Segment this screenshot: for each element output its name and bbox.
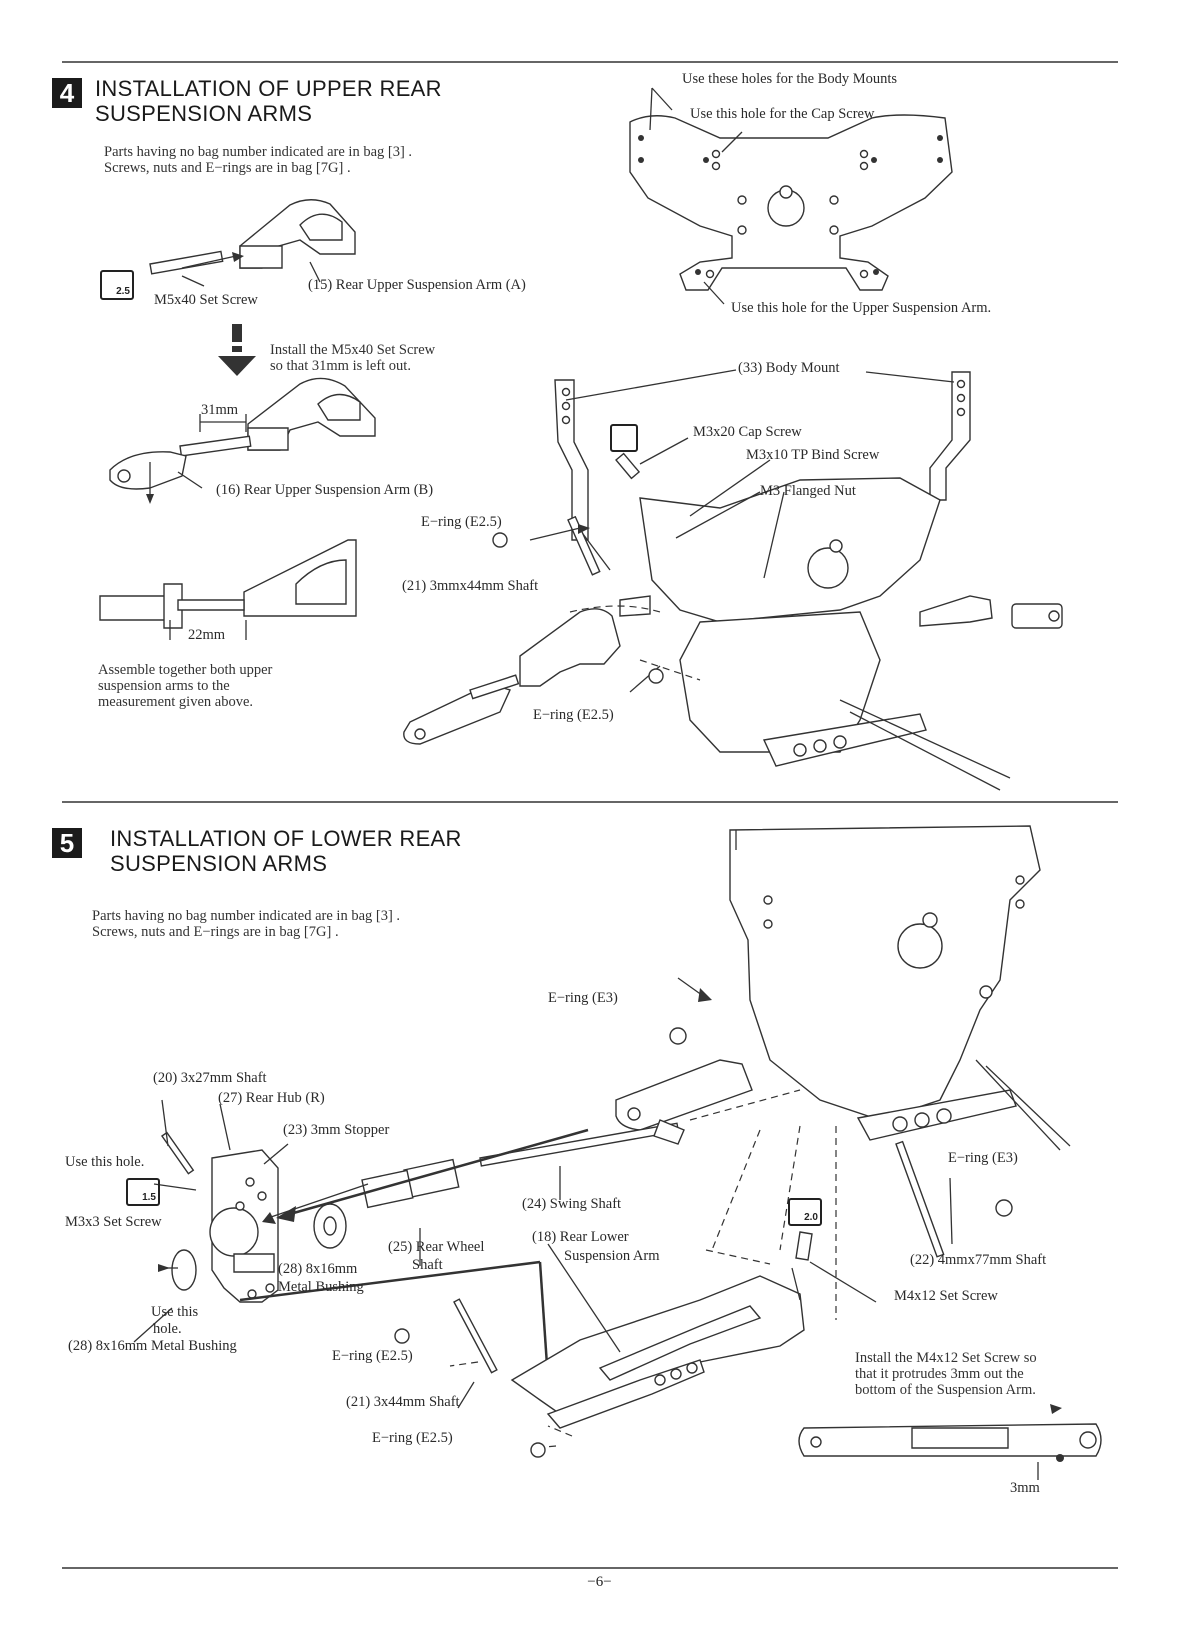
rear-lower-arm-line1: (18) Rear Lower xyxy=(532,1229,629,1245)
rear-hub-drawing xyxy=(158,1130,588,1390)
callout-ering-e25-top: E−ring (E2.5) xyxy=(421,514,502,530)
install-m4x12-line1: Install the M4x12 Set Screw so xyxy=(855,1350,1037,1366)
install-note-line1: Install the M5x40 Set Screw xyxy=(270,342,436,358)
upper-arm-b-drawing xyxy=(110,378,375,504)
hex-wrench-badge-3: 1.5 xyxy=(126,1178,160,1206)
rear-wheel-shaft-line1: (25) Rear Wheel xyxy=(388,1239,485,1255)
rear-wheel-shaft-line2: Shaft xyxy=(412,1257,443,1273)
lower-arm-drawing xyxy=(454,1268,804,1428)
callout-rear-upper-arm-a: (15) Rear Upper Suspension Arm (A) xyxy=(308,277,526,293)
callout-cap-screw-hole: Use this hole for the Cap Screw xyxy=(690,106,875,122)
callout-3x27-shaft: (20) 3x27mm Shaft xyxy=(153,1070,267,1086)
callout-ering-e3-right: E−ring (E3) xyxy=(948,1150,1018,1166)
install-m4x12-line3: bottom of the Suspension Arm. xyxy=(855,1382,1036,1398)
callout-3x44-shaft-lower: (21) 3x44mm Shaft xyxy=(346,1394,460,1410)
callout-8x16-bushing-a: (28) 8x16mm Metal Bushing xyxy=(278,1260,364,1296)
callout-ering-e3-top: E−ring (E3) xyxy=(548,990,618,1006)
callout-m3x10-tp-bind-screw: M3x10 TP Bind Screw xyxy=(746,447,880,463)
callout-rear-lower-arm: (18) Rear Lower Suspension Arm xyxy=(532,1228,659,1266)
callout-3mm-stopper: (23) 3mm Stopper xyxy=(283,1122,390,1138)
callout-use-this-hole-1: Use this hole. xyxy=(65,1154,145,1170)
assemble-note: Assemble together both upper suspension … xyxy=(98,662,272,710)
assemble-note-line1: Assemble together both upper xyxy=(98,662,273,678)
install-m4x12-line2: that it protrudes 3mm out the xyxy=(855,1366,1024,1382)
step-5-badge: 5 xyxy=(52,828,82,858)
callout-rear-upper-arm-b: (16) Rear Upper Suspension Arm (B) xyxy=(216,482,434,498)
dimension-22mm: 22mm xyxy=(188,627,226,643)
page-number: −6− xyxy=(587,1574,612,1590)
callout-upper-arm-hole: Use this hole for the Upper Suspension A… xyxy=(731,300,992,316)
dimension-31mm: 31mm xyxy=(201,402,239,418)
use-hole-2-line2: hole. xyxy=(153,1321,182,1337)
section-4-title-line2: SUSPENSION ARMS xyxy=(95,101,313,126)
callout-ering-e25-bottom: E−ring (E2.5) xyxy=(533,707,614,723)
install-m4x12-note: Install the M4x12 Set Screw so that it p… xyxy=(855,1350,1037,1398)
callout-body-mount: (33) Body Mount xyxy=(738,360,840,376)
section-5-note-line1: Parts having no bag number indicated are… xyxy=(92,908,401,924)
hex-wrench-badge-1: 2.5 xyxy=(100,270,134,300)
callout-3x44-shaft: (21) 3mmx44mm Shaft xyxy=(402,578,539,594)
section-5-title: INSTALLATION OF LOWER REAR SUSPENSION AR… xyxy=(110,826,462,876)
callout-ering-e25-a: E−ring (E2.5) xyxy=(332,1348,413,1364)
section-4-note-line2: Screws, nuts and E−rings are in bag [7G]… xyxy=(104,160,351,176)
shock-plate-drawing xyxy=(630,88,952,304)
callout-body-mount-holes: Use these holes for the Body Mounts xyxy=(682,71,898,87)
callout-rear-hub: (27) Rear Hub (R) xyxy=(218,1090,325,1106)
section-5-note: Parts having no bag number indicated are… xyxy=(92,908,400,940)
use-hole-2-line1: Use this xyxy=(151,1304,199,1320)
callout-m5x40-set-screw: M5x40 Set Screw xyxy=(154,292,258,308)
section-4-note-line1: Parts having no bag number indicated are… xyxy=(104,144,413,160)
section-5-title-line1: INSTALLATION OF LOWER REAR xyxy=(110,826,462,851)
install-set-screw-note: Install the M5x40 Set Screw so that 31mm… xyxy=(270,342,435,374)
rear-chassis-drawing-upper xyxy=(555,372,1062,790)
detail-drawings-right xyxy=(796,1142,1101,1480)
step-4-badge: 4 xyxy=(52,78,82,108)
callout-4x77-shaft: (22) 4mmx77mm Shaft xyxy=(910,1252,1047,1268)
install-note-line2: so that 31mm is left out. xyxy=(270,358,411,374)
callout-m3x3-set-screw: M3x3 Set Screw xyxy=(65,1214,162,1230)
bushing-a-line1: (28) 8x16mm xyxy=(278,1261,358,1277)
callout-m3-flanged-nut: M3 Flanged Nut xyxy=(760,483,856,499)
bushing-a-line2: Metal Bushing xyxy=(278,1279,364,1295)
callout-8x16-bushing-b: (28) 8x16mm Metal Bushing xyxy=(68,1338,237,1354)
rear-lower-arm-line2: Suspension Arm xyxy=(564,1248,660,1264)
callout-swing-shaft: (24) Swing Shaft xyxy=(522,1196,622,1212)
dimension-3mm: 3mm xyxy=(1010,1480,1040,1496)
callout-ering-e25-b: E−ring (E2.5) xyxy=(372,1430,453,1446)
section-4-title: INSTALLATION OF UPPER REAR SUSPENSION AR… xyxy=(95,76,442,126)
upper-arm-a-drawing xyxy=(150,200,355,286)
e-ring-icons xyxy=(395,533,1012,1457)
callout-use-this-hole-2: Use this hole. xyxy=(151,1304,198,1338)
assemble-note-line2: suspension arms to the xyxy=(98,678,230,694)
callout-rear-wheel-shaft: (25) Rear Wheel Shaft xyxy=(388,1238,484,1274)
section-5-note-line2: Screws, nuts and E−rings are in bag [7G]… xyxy=(92,924,339,940)
section-4-title-line1: INSTALLATION OF UPPER REAR xyxy=(95,76,442,101)
callout-m4x12-set-screw: M4x12 Set Screw xyxy=(894,1288,998,1304)
assembled-arm-drawing xyxy=(100,540,356,640)
section-5-title-line2: SUSPENSION ARMS xyxy=(110,851,328,876)
hex-wrench-badge-2 xyxy=(610,424,638,452)
assemble-note-line3: measurement given above. xyxy=(98,694,254,710)
section-4-note: Parts having no bag number indicated are… xyxy=(104,144,412,176)
rear-chassis-drawing-lower xyxy=(616,826,1070,1150)
callout-m3x20-cap-screw: M3x20 Cap Screw xyxy=(693,424,802,440)
upper-arm-in-chassis xyxy=(404,609,620,744)
hex-wrench-badge-4: 2.0 xyxy=(788,1198,822,1226)
swing-shaft-drawing xyxy=(362,1120,684,1207)
